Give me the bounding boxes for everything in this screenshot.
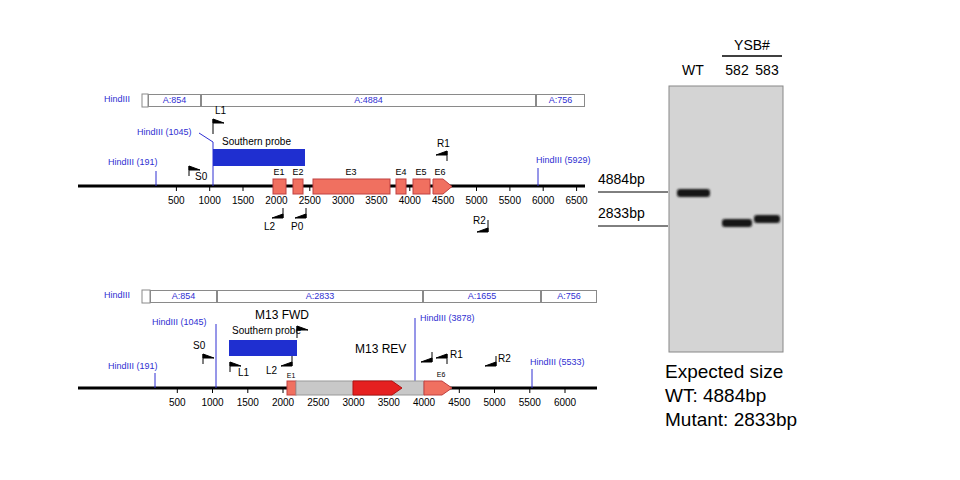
primer-label: L1: [238, 368, 249, 378]
axis-number: 3000: [332, 196, 354, 206]
exon-label: E2: [292, 168, 303, 177]
fragment-size: A:854: [172, 292, 196, 301]
primer-label: S0: [193, 341, 205, 351]
fragment-size: A:854: [163, 96, 187, 105]
hindiii-site: HindIII (1045): [137, 128, 192, 137]
axis-number: 6500: [565, 196, 587, 206]
exon-label: E4: [395, 168, 406, 177]
note: Expected size: [665, 362, 783, 381]
axis-number: 6000: [532, 196, 554, 206]
fragment-box: A:854: [148, 94, 201, 107]
primer-label: L2: [264, 222, 275, 232]
exon-label: E1: [287, 372, 296, 379]
axis-number: 4500: [432, 196, 454, 206]
axis-number: 1000: [199, 196, 221, 206]
axis-number: 500: [168, 196, 185, 206]
axis-number: 1000: [201, 398, 223, 408]
axis-number: 2500: [299, 196, 321, 206]
fragment-size: A:4884: [354, 96, 383, 105]
axis-number: 1500: [237, 398, 259, 408]
fragment-box: A:854: [150, 290, 217, 303]
axis-number: 5000: [465, 196, 487, 206]
axis-number: 5000: [483, 398, 505, 408]
axis-number: 6000: [554, 398, 576, 408]
hindiii-site: HindIII (3878): [420, 314, 475, 323]
lane-label: 583: [755, 63, 778, 77]
hindiii-site: HindIII (1045): [152, 318, 207, 327]
fragment-size: A:756: [557, 292, 581, 301]
exon-label: E3: [345, 168, 356, 177]
fragment-size: A:2833: [306, 292, 335, 301]
hindiii-site: HindIII (191): [108, 158, 158, 167]
primer-label: R1: [437, 139, 450, 149]
axis-number: 3500: [365, 196, 387, 206]
fragment-size: A:1655: [468, 292, 497, 301]
probe-label: Southern probe: [222, 137, 291, 147]
axis-number: 2000: [265, 196, 287, 206]
exon-label: E1: [273, 168, 284, 177]
size-marker: 2833bp: [598, 206, 645, 220]
lane-label: WT: [682, 63, 704, 77]
primer-label: R1: [450, 350, 463, 360]
note: Mutant: 2833bp: [665, 410, 797, 429]
size-marker: 4884bp: [598, 172, 645, 186]
axis-number: 5500: [499, 196, 521, 206]
primer-label: P0: [291, 222, 303, 232]
exon-label: E5: [415, 168, 426, 177]
axis-number: 4000: [399, 196, 421, 206]
fragment-box: A:756: [541, 290, 597, 303]
axis-number: 3000: [342, 398, 364, 408]
axis-number: 4500: [448, 398, 470, 408]
exon-label: E6: [437, 371, 446, 378]
hindiii-site: HindIII (191): [108, 362, 158, 371]
exon-label: E6: [434, 168, 445, 177]
note: WT: 4884bp: [665, 386, 766, 405]
primer-label: M13 FWD: [255, 309, 309, 321]
fragment-box: A:1655: [423, 290, 541, 303]
primer-label: M13 REV: [355, 343, 406, 355]
probe-label: Southern probe: [232, 326, 301, 336]
sample-group: YSB#: [734, 38, 770, 52]
primer-label: L1: [215, 106, 226, 116]
fragment-size: A:756: [549, 96, 573, 105]
axis-number: 5500: [519, 398, 541, 408]
primer-label: R2: [473, 216, 486, 226]
axis-number: 3500: [378, 398, 400, 408]
axis-number: 2500: [307, 398, 329, 408]
hindiii-site: HindIII: [104, 291, 130, 300]
hindiii-site: HindIII (5533): [530, 358, 585, 367]
hindiii-site: HindIII (5929): [536, 156, 591, 165]
fragment-box: A:2833: [217, 290, 423, 303]
axis-number: 2000: [272, 398, 294, 408]
fragment-box: A:756: [536, 94, 585, 107]
primer-label: S0: [195, 172, 207, 182]
lane-label: 582: [725, 63, 748, 77]
axis-number: 500: [169, 398, 186, 408]
primer-label: R2: [498, 354, 511, 364]
axis-number: 1500: [232, 196, 254, 206]
primer-label: L2: [266, 366, 277, 376]
axis-number: 4000: [413, 398, 435, 408]
fragment-box: A:4884: [201, 94, 536, 107]
hindiii-site: HindIII: [104, 95, 130, 104]
